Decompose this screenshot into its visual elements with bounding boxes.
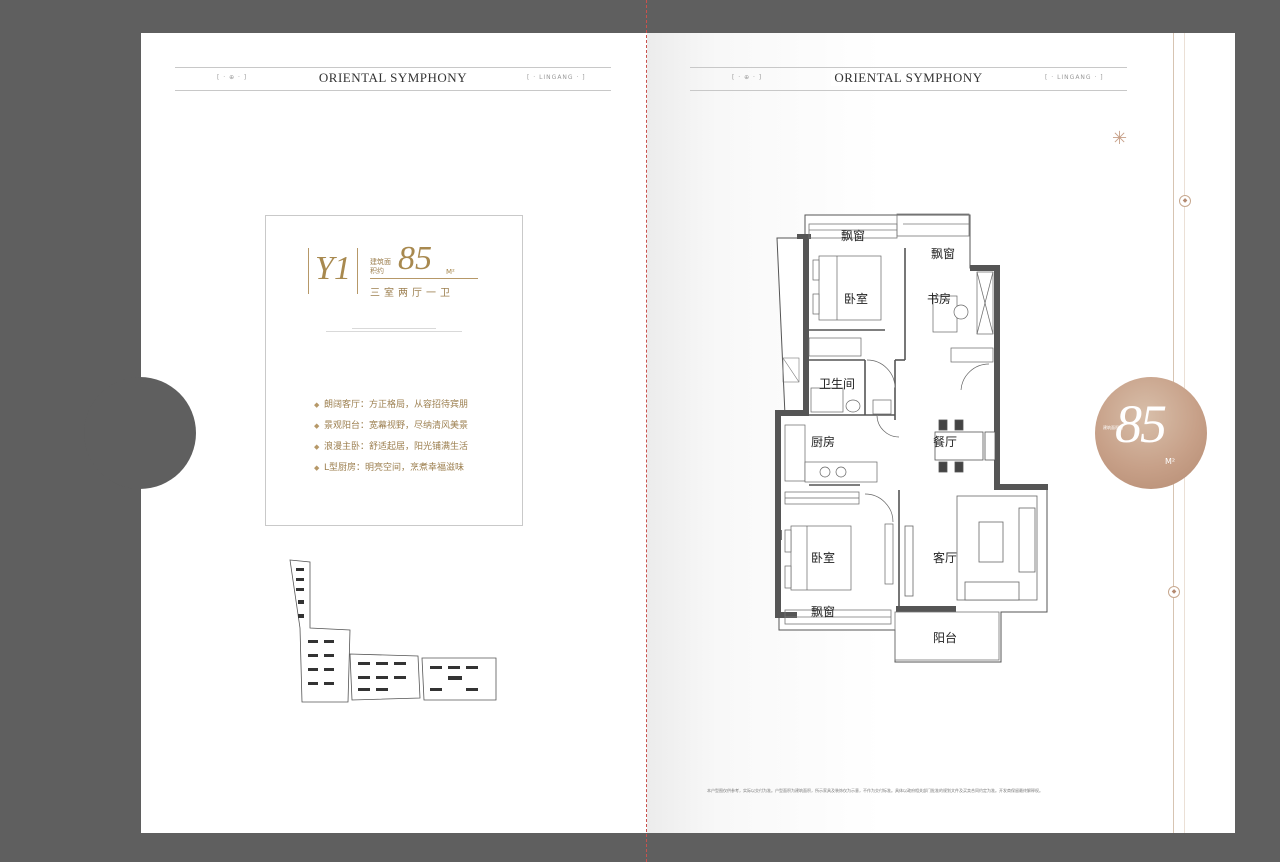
layout-type: 三室两厅一卫	[370, 288, 454, 299]
room-bay-window-3: 飘窗	[811, 605, 835, 619]
ornament-icon: ◆	[1168, 586, 1180, 598]
area-badge: 建筑面积约 85 M²	[1095, 377, 1207, 489]
room-bathroom: 卫生间	[819, 377, 855, 391]
badge-unit: M²	[1165, 457, 1176, 466]
left-header-mark: [ · ⊕ · ]	[732, 74, 763, 81]
badge-value: 85	[1115, 394, 1167, 454]
box-divider	[326, 331, 462, 332]
floor-plan: 飘窗 飘窗 卧室 书房 卫生间 厨房 餐厅 卧室 客厅 飘窗 阳台	[775, 213, 1048, 663]
room-balcony: 阳台	[933, 630, 957, 645]
ornament-icon: ◆	[1179, 195, 1191, 207]
area-rule	[370, 278, 478, 279]
right-header-mark: [ · LINGANG · ]	[527, 74, 586, 81]
site-plan-map	[289, 559, 497, 703]
room-dining: 餐厅	[933, 434, 957, 449]
unit-code-frame: Y1	[308, 248, 358, 294]
area-label: 建筑面积约	[370, 258, 391, 275]
left-header: [ · ⊕ · ] ORIENTAL SYMPHONY [ · LINGANG …	[175, 67, 611, 91]
feature-list: ◆朗阔客厅：方正格局，从容招待宾朋 ◆景观阳台：宽幕视野，尽纳清风美景 ◆浪漫主…	[314, 399, 468, 483]
room-bay-window-1: 飘窗	[841, 229, 865, 243]
room-bedroom-2: 卧室	[811, 550, 835, 565]
fold-line	[646, 0, 647, 862]
bullet-icon: ◆	[314, 464, 320, 472]
area-value: 85	[398, 240, 432, 277]
feature-item: ◆朗阔客厅：方正格局，从容招待宾朋	[314, 400, 469, 410]
room-bay-window-2: 飘窗	[931, 247, 955, 261]
unit-info-box: Y1 建筑面积约 85 M² 三室两厅一卫 ◆朗阔客厅：方正格局，从容招待宾朋 …	[265, 215, 523, 526]
brand-title: ORIENTAL SYMPHONY	[830, 70, 987, 86]
feature-item: ◆L型厨房：明亮空间，烹煮幸福滋味	[314, 463, 465, 473]
brand-title: ORIENTAL SYMPHONY	[314, 70, 472, 86]
feature-item: ◆景观阳台：宽幕视野，尽纳清风美景	[314, 421, 469, 431]
disclaimer-footnote: 本户型图仅供参考，实际以交付为准。户型面积为建筑面积，所示家具及装饰仅为示意，不…	[707, 788, 1043, 793]
left-header-mark: [ · ⊕ · ]	[217, 74, 248, 81]
room-study: 书房	[927, 291, 951, 306]
bullet-icon: ◆	[314, 401, 320, 409]
bullet-icon: ◆	[314, 443, 320, 451]
page-notch	[84, 377, 196, 489]
room-kitchen: 厨房	[811, 434, 835, 449]
unit-code: Y1	[315, 250, 351, 287]
compass-star-icon: ✳	[1112, 128, 1128, 149]
feature-item: ◆浪漫主卧：舒适起居，阳光铺满生活	[314, 442, 469, 452]
room-bedroom-1: 卧室	[844, 291, 868, 306]
badge-label: 建筑面积约	[1103, 425, 1123, 430]
bullet-icon: ◆	[314, 422, 320, 430]
room-living: 客厅	[933, 550, 957, 565]
box-divider-short	[352, 328, 436, 329]
area-unit: M²	[446, 268, 455, 276]
right-header: [ · ⊕ · ] ORIENTAL SYMPHONY [ · LINGANG …	[690, 67, 1127, 91]
right-header-mark: [ · LINGANG · ]	[1045, 74, 1104, 81]
